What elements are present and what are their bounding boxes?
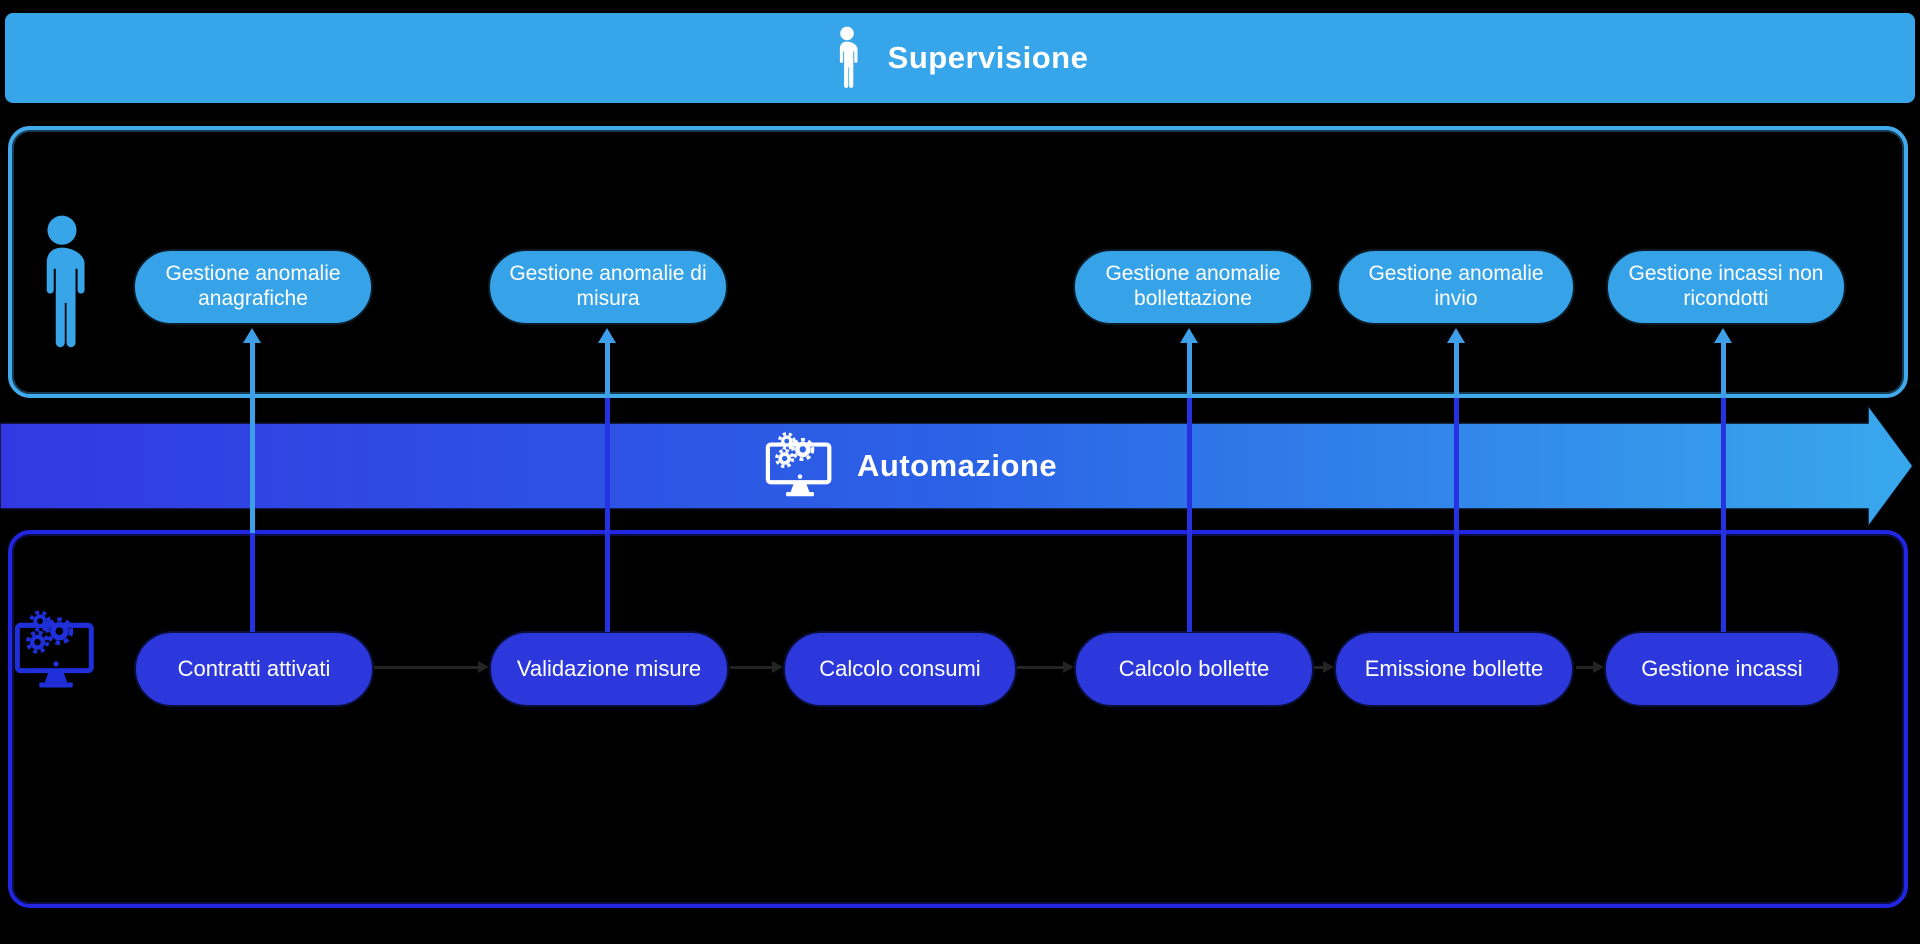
node-gestione-incassi-non-ricondotti: Gestione incassi non ricondotti <box>1606 249 1846 325</box>
automation-arrow-band <box>0 404 1914 528</box>
node-contratti-attivati: Contratti attivati <box>134 631 374 707</box>
connector-line <box>605 398 610 632</box>
node-label: Contratti attivati <box>177 656 331 682</box>
supervision-banner: Supervisione <box>5 13 1915 103</box>
arrow-up-icon <box>1447 328 1465 343</box>
automation-lane <box>8 530 1908 908</box>
node-label: Gestione anomalie bollettazione <box>1105 262 1281 310</box>
computer-gears-icon <box>765 432 832 497</box>
connector-line <box>374 666 478 669</box>
node-label: Gestione anomalie invio <box>1368 262 1544 310</box>
arrow-up-icon <box>1180 328 1198 343</box>
connector-line <box>1454 398 1459 632</box>
supervision-banner-label: Supervisione <box>887 40 1089 75</box>
node-validazione-misure: Validazione misure <box>489 631 729 707</box>
arrow-right-icon <box>1063 661 1074 673</box>
connector-line <box>1721 342 1726 398</box>
arrow-up-icon <box>598 328 616 343</box>
connector-line <box>1576 666 1594 669</box>
connector-line <box>1721 398 1726 632</box>
node-label: Gestione anomalie di misura <box>509 262 707 310</box>
arrow-up-icon <box>243 328 261 343</box>
connector-line <box>1017 666 1063 669</box>
node-gestione-anomalie-anagrafiche: Gestione anomalie anagrafiche <box>133 249 373 325</box>
connector-line <box>1454 342 1459 398</box>
connector-line <box>605 342 610 398</box>
node-gestione-anomalie-invio: Gestione anomalie invio <box>1337 249 1575 325</box>
node-gestione-anomalie-bollettazione: Gestione anomalie bollettazione <box>1073 249 1313 325</box>
person-icon <box>839 26 858 88</box>
node-label: Gestione incassi non ricondotti <box>1628 262 1824 310</box>
node-calcolo-consumi: Calcolo consumi <box>783 631 1017 707</box>
node-label: Emissione bollette <box>1364 656 1544 682</box>
node-label: Calcolo consumi <box>819 656 981 682</box>
connector-line <box>730 666 772 669</box>
node-label: Calcolo bollette <box>1118 656 1270 682</box>
node-label: Gestione anomalie anagrafiche <box>165 262 341 310</box>
arrow-up-icon <box>1714 328 1732 343</box>
automation-band-content: Automazione <box>765 423 1057 508</box>
node-label: Gestione incassi <box>1641 656 1803 682</box>
node-gestione-anomalie-di-misura: Gestione anomalie di misura <box>488 249 728 325</box>
person-icon <box>46 215 85 348</box>
connector-line <box>1187 398 1192 632</box>
arrow-right-icon <box>1323 661 1334 673</box>
node-gestione-incassi: Gestione incassi <box>1604 631 1840 707</box>
connector-line <box>1314 666 1324 669</box>
node-calcolo-bollette: Calcolo bollette <box>1074 631 1314 707</box>
connector-line <box>1187 342 1192 398</box>
node-emissione-bollette: Emissione bollette <box>1334 631 1574 707</box>
arrow-right-icon <box>1593 661 1604 673</box>
connector-line <box>250 533 255 632</box>
node-label: Validazione misure <box>516 656 702 682</box>
arrow-right-icon <box>772 661 783 673</box>
arrow-right-icon <box>478 661 489 673</box>
computer-gears-icon <box>14 610 94 688</box>
automation-band-label: Automazione <box>857 447 1058 483</box>
connector-line <box>250 342 255 533</box>
